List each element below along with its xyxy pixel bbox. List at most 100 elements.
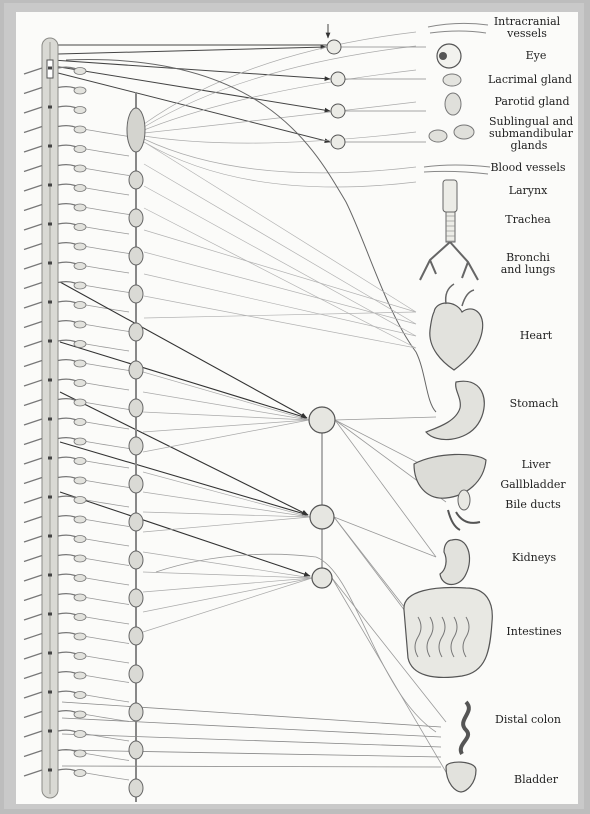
cord-segment-marker — [48, 691, 52, 694]
chain-ganglion — [129, 513, 143, 531]
otic-ganglion — [331, 104, 345, 118]
organ-label-line: Distal colon — [488, 714, 568, 726]
ramus-communicans — [86, 520, 129, 527]
cord-segment-marker — [48, 574, 52, 577]
ramus-communicans — [86, 364, 129, 371]
chain-ganglion — [129, 285, 143, 303]
ramus-communicans — [86, 656, 129, 663]
ramus-communicans — [86, 637, 129, 644]
chain-to-ganglion-fiber — [143, 578, 312, 592]
gallbladder-drawing — [458, 490, 470, 510]
organ-label-line: Bladder — [496, 774, 576, 786]
dorsal-root-ganglion — [74, 594, 86, 601]
organ-label-stomach: Stomach — [494, 398, 574, 410]
heart-drawing — [430, 303, 483, 370]
dorsal-root-ganglion — [74, 341, 86, 348]
chain-ganglion — [129, 665, 143, 683]
spinal-nerve-left — [24, 146, 42, 152]
ramus-communicans — [86, 559, 129, 566]
organ-label-line: Larynx — [488, 185, 568, 197]
spinal-nerve-left — [24, 380, 42, 386]
bile-ducts-drawing — [448, 510, 480, 530]
chain-ganglion — [129, 475, 143, 493]
organ-label-lacrimal: Lacrimal gland — [488, 74, 568, 86]
chain-ganglion — [129, 247, 143, 265]
parotid-gland-drawing — [445, 93, 461, 115]
chain-to-ganglion-fiber — [143, 572, 312, 578]
cord-segment-marker — [48, 145, 52, 148]
ramus-communicans — [86, 169, 129, 176]
dorsal-root-ganglion — [74, 711, 86, 718]
organ-label-line: Bile ducts — [493, 499, 573, 511]
spinal-nerve-left — [24, 497, 42, 503]
spinal-nerve-left — [24, 224, 42, 230]
splanchnic-nerve — [60, 342, 307, 418]
organ-label-line: Kidneys — [494, 552, 574, 564]
dorsal-root-ganglion — [74, 672, 86, 679]
inferior-mesenteric-ganglion — [312, 568, 332, 588]
ramus-communicans — [86, 188, 129, 195]
ramus-communicans — [86, 227, 129, 234]
dorsal-root-ganglion — [74, 321, 86, 328]
organ-label-line: Lacrimal gland — [488, 74, 568, 86]
postganglionic-fiber — [144, 132, 416, 143]
spinal-nerve-left — [24, 341, 42, 347]
spinal-nerve-left — [24, 185, 42, 191]
dorsal-root-ganglion — [74, 68, 86, 75]
organ-label-bronchi: Bronchiand lungs — [488, 252, 568, 276]
ramus-communicans — [86, 578, 129, 585]
ramus-communicans — [86, 773, 129, 780]
ramus-communicans — [86, 208, 129, 215]
spinal-nerve-left — [24, 556, 42, 562]
chain-to-ganglion-fiber — [143, 578, 312, 632]
lacrimal-gland-drawing — [443, 74, 461, 86]
cord-segment-marker — [48, 340, 52, 343]
spinal-nerve-left — [24, 751, 42, 757]
spinal-nerve-left — [24, 302, 42, 308]
spinal-nerve-left — [24, 263, 42, 269]
spinal-nerve-left — [24, 731, 42, 737]
chain-ganglion — [129, 361, 143, 379]
cord-segment-marker — [48, 67, 52, 70]
nerve-structures — [24, 38, 345, 802]
postganglionic-fiber — [144, 46, 416, 127]
chain-ganglion — [129, 703, 143, 721]
dorsal-root-ganglion — [74, 87, 86, 94]
spinal-nerve-left — [24, 614, 42, 620]
blood-vessels-drawing — [424, 165, 490, 174]
dorsal-root-ganglion — [74, 750, 86, 757]
dorsal-root-ganglion — [74, 458, 86, 465]
spinal-nerve-left — [24, 673, 42, 679]
dorsal-root-ganglion — [74, 146, 86, 153]
organ-label-line: Blood vessels — [488, 162, 568, 174]
spinal-nerve-left — [24, 770, 42, 776]
organ-label-intestines: Intestines — [494, 626, 574, 638]
spinal-nerve-left — [24, 107, 42, 113]
organ-label-gallbladder: Gallbladder — [493, 479, 573, 491]
chain-to-ganglion-fiber — [143, 512, 310, 517]
chain-ganglion — [129, 323, 143, 341]
cord-segment-marker — [48, 379, 52, 382]
organ-label-line: Intestines — [494, 626, 574, 638]
ganglion-to-organ-fiber — [335, 420, 436, 557]
ciliary-ganglion — [327, 40, 341, 54]
pelvic-splanchnic-fiber — [62, 718, 441, 737]
ramus-communicans — [86, 149, 129, 156]
organ-label-line: glands — [489, 140, 569, 152]
ramus-communicans — [86, 325, 129, 332]
pelvic-splanchnic-fiber — [62, 750, 441, 757]
ramus-communicans — [86, 383, 129, 390]
chain-ganglion — [129, 171, 143, 189]
spinal-nerve-left — [24, 68, 42, 74]
organ-label-line: Trachea — [488, 214, 568, 226]
pelvic-splanchnic-fiber — [62, 766, 441, 767]
spinal-nerve-left — [24, 712, 42, 718]
dorsal-root-ganglion — [74, 302, 86, 309]
preganglionic-fiber — [58, 60, 330, 79]
diagram-plate: IntracranialvesselsEyeLacrimal glandParo… — [16, 12, 578, 804]
dorsal-root-ganglion — [74, 204, 86, 211]
dorsal-root-ganglion — [74, 653, 86, 660]
ramus-communicans — [86, 695, 129, 702]
dorsal-root-ganglion — [74, 770, 86, 777]
